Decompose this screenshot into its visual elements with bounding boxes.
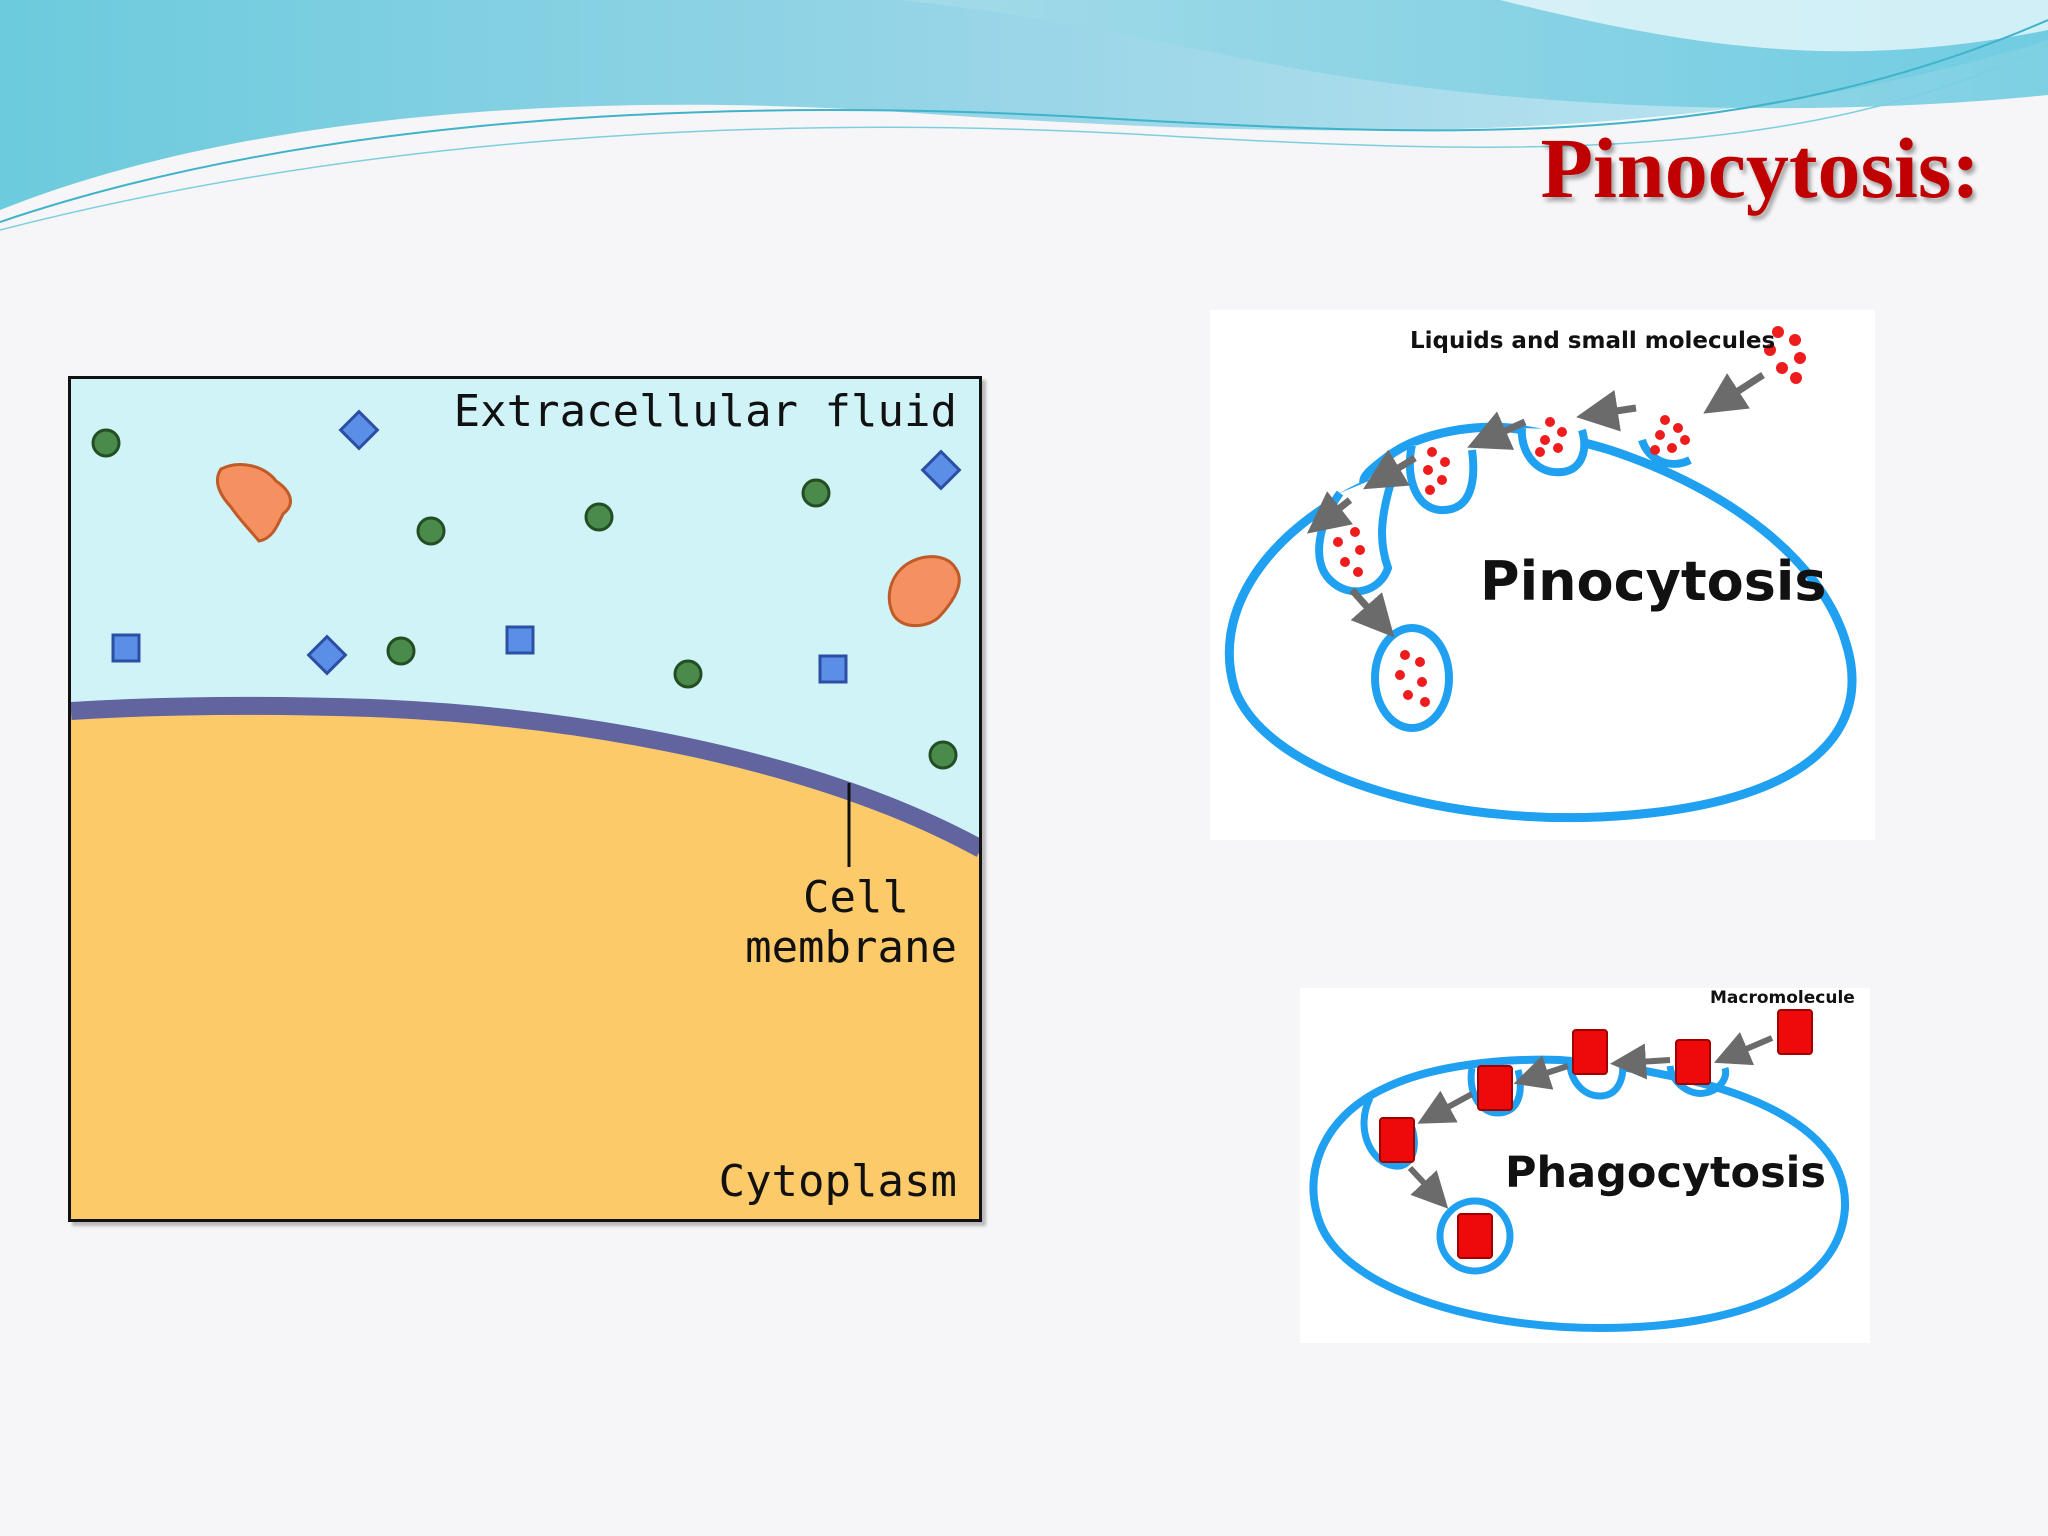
cell-membrane-line — [71, 696, 979, 857]
green-molecules — [91, 428, 958, 770]
cell-membrane-label-line2: membrane — [745, 922, 957, 973]
wave-header-decoration — [0, 0, 2048, 231]
pinocytosis-cell-outline — [1224, 422, 1857, 823]
phagocytosis-arrows — [1407, 1032, 1774, 1209]
orange-protein-1 — [215, 463, 292, 543]
extracellular-fluid-label: Extracellular fluid — [453, 386, 957, 437]
pinocytosis-diagram-label: Pinocytosis — [1480, 550, 1827, 613]
macromolecules — [1379, 1009, 1813, 1259]
blue-diamond-molecules — [306, 409, 962, 676]
blue-square-molecules — [111, 625, 848, 684]
liquid-droplets — [1333, 326, 1806, 707]
pinocytosis-arrows — [1306, 372, 1765, 638]
orange-protein-2 — [887, 555, 961, 628]
pinocytic-vesicle — [1371, 624, 1453, 732]
liquids-small-molecules-label: Liquids and small molecules — [1410, 328, 1776, 354]
cell-membrane-label-line1: Cell — [803, 872, 909, 923]
phagocytosis-diagram: Phagocytosis Macromolecule — [1300, 988, 1870, 1343]
macromolecule-label: Macromolecule — [1710, 988, 1855, 1008]
cytoplasm-label: Cytoplasm — [718, 1156, 957, 1207]
slide-title: Pinocytosis: — [1540, 120, 1980, 216]
cell-membrane-illustration: Extracellular fluid Cell membrane Cytopl… — [68, 376, 982, 1222]
extracellular-fluid-region — [71, 379, 979, 840]
phagocytosis-diagram-label: Phagocytosis — [1505, 1148, 1827, 1198]
pinocytosis-diagram: Pinocytosis Liquids and small molecules — [1210, 310, 1875, 840]
